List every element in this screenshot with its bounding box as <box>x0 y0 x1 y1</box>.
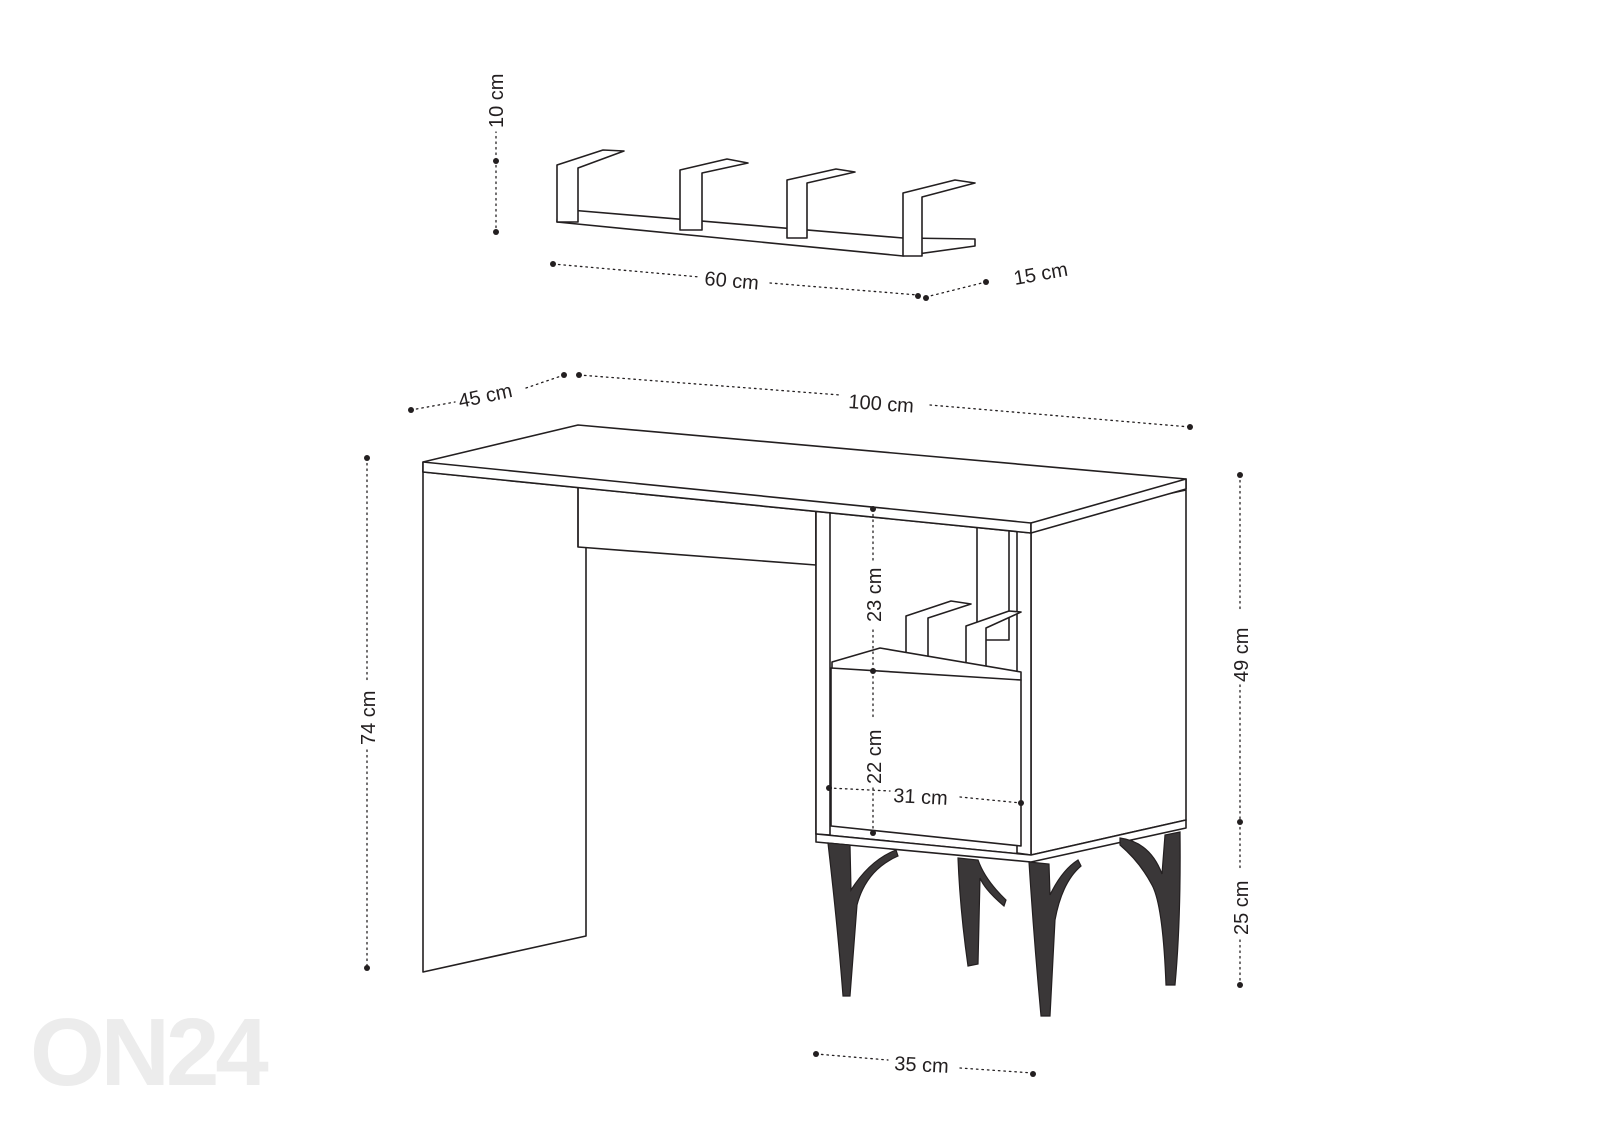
shelf-width-label: 60 cm <box>704 268 760 295</box>
desk-depth-label: 45 cm <box>456 380 514 413</box>
desk-top-right-edge <box>1030 478 1187 534</box>
leg-height-label: 25 cm <box>1231 881 1253 935</box>
drawer-height-label: 22 cm <box>864 730 886 784</box>
desk-width-label: 100 cm <box>848 391 915 418</box>
leg-front-right <box>1028 859 1082 1017</box>
shelf-divider-left-end <box>556 149 625 223</box>
cabinet-width-label: 35 cm <box>894 1053 950 1078</box>
wall-shelf <box>556 149 976 257</box>
on24-watermark-logo: ON24 <box>30 999 268 1106</box>
desk-dimensions: 45 cm 100 cm 74 cm 49 cm 25 cm 23 cm <box>358 372 1253 1078</box>
desk <box>422 424 1187 1017</box>
drawer-front <box>830 667 1022 847</box>
cabinet-height-label: 49 cm <box>1231 628 1253 682</box>
open-compartment-label: 23 cm <box>864 568 886 622</box>
shelf-depth-label: 15 cm <box>1012 259 1069 290</box>
shelf-divider-second <box>679 158 749 231</box>
shelf-divider-third <box>786 168 856 239</box>
cabinet-bottom-rail <box>815 819 1187 863</box>
desk-height-label: 74 cm <box>358 691 380 745</box>
leg-front-left <box>827 842 899 997</box>
cabinet-right-side <box>1030 489 1187 856</box>
desk-left-panel <box>422 469 587 973</box>
leg-back-right <box>1119 831 1181 986</box>
shelf-height-label: 10 cm <box>486 74 508 128</box>
leg-back-left <box>957 857 1007 967</box>
drawer-width-label: 31 cm <box>893 785 949 810</box>
shelf-divider-right-end <box>902 179 976 257</box>
